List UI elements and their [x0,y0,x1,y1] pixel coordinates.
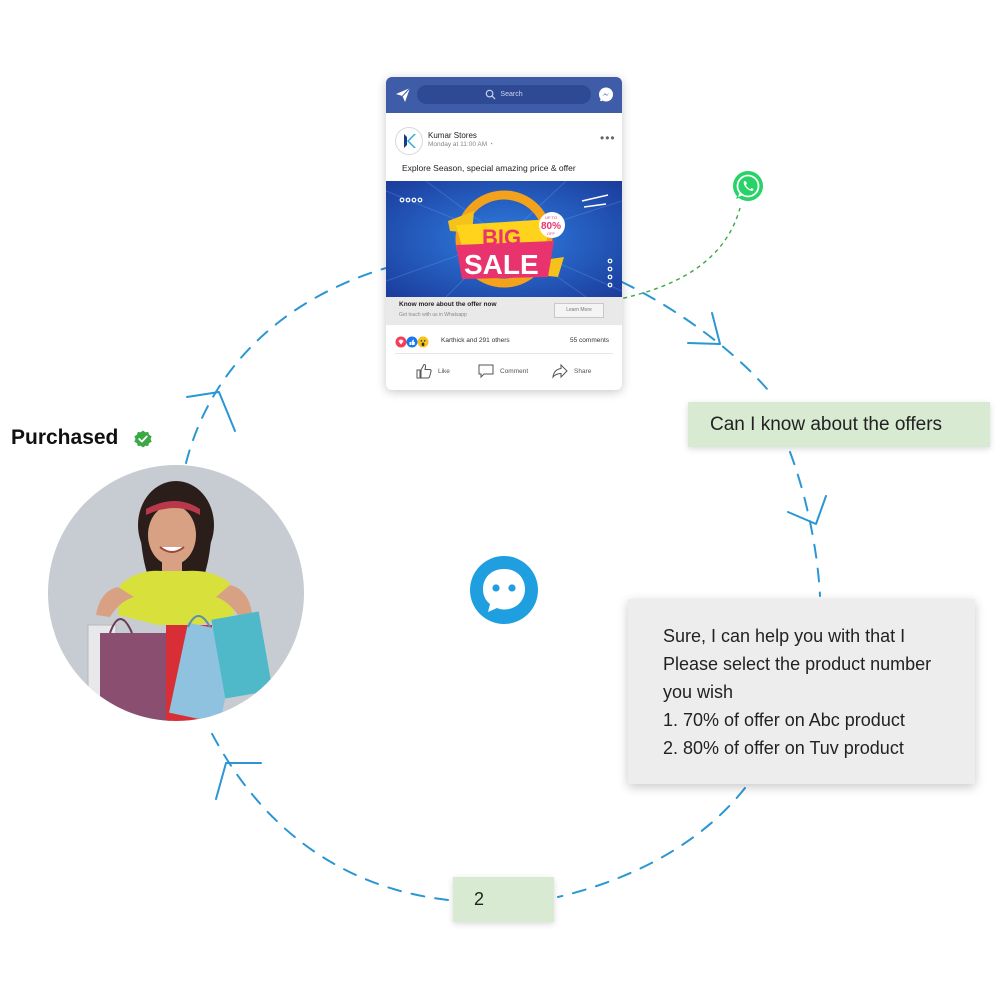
bot-reply-bubble: Sure, I can help you with that I Please … [628,599,975,784]
like-button[interactable]: Like [416,363,466,381]
search-icon [486,89,496,100]
banner-sale-text: SALE [464,249,539,280]
comment-count[interactable]: 55 comments [570,337,610,344]
send-icon[interactable] [395,87,411,103]
check-badge-icon [134,430,152,448]
flow-arc-reply-to-choice [557,787,746,898]
reactors-text[interactable]: Karthick and 291 others [441,337,510,344]
post-caption: Explore Season, special amazing price & … [402,163,576,173]
like-icon [416,363,432,379]
banner-badge-value: 80% [541,221,561,232]
purchased-label: Purchased [11,426,119,449]
learn-more-button[interactable]: Learn More [554,303,604,318]
search-placeholder: Search [500,91,523,98]
flow-arc-question-to-reply [789,451,821,597]
comment-label: Comment [500,368,529,375]
offer-cta-bar: Know more about the offer now Get touch … [386,297,622,325]
search-input[interactable]: Search [417,85,591,104]
bot-reply-option-1: 1. 70% of offer on Abc product [663,710,905,730]
like-label: Like [438,368,450,375]
banner-badge-bottom: OFF [547,231,556,236]
flow-arc-post-to-question [621,281,773,396]
page-name[interactable]: Kumar Stores [428,131,477,140]
bot-reply-line-3: you wish [663,682,734,702]
facebook-top-bar: Search [386,77,622,113]
banner-badge-top: UP TO [545,215,557,220]
flow-arrowhead-1 [687,312,721,345]
offer-title: Know more about the offer now [399,301,497,308]
customer-photo [48,465,304,721]
bot-reply-option-2: 2. 80% of offer on Tuv product [663,738,904,758]
reaction-icons[interactable] [395,336,437,348]
comment-icon [478,364,494,379]
comment-button[interactable]: Comment [478,363,538,381]
facebook-post-card: Search Kumar Stores Monday at 11:00 AM ◔… [386,77,622,390]
whatsapp-icon [727,166,769,208]
page-avatar[interactable] [395,127,423,155]
user-question-bubble: Can I know about the offers [688,402,990,447]
messenger-icon[interactable] [598,87,614,103]
bot-reply-line-2: Please select the product number [663,654,932,674]
share-icon [552,363,568,379]
offer-subtitle: Get touch with us in Whatsapp [399,312,467,318]
whatsapp-dashed-link [559,207,741,309]
flow-arrowhead-4 [186,391,236,432]
bot-reply-line-1: Sure, I can help you with that I [663,626,906,646]
chat-bot-icon [470,556,538,624]
flow-arc-purchase-to-post [185,267,387,464]
banner-big-text: BIG [482,225,521,250]
globe-icon: ◔ [488,141,493,148]
flow-arrowhead-2 [787,495,827,525]
share-label: Share [574,368,592,375]
divider [395,353,613,354]
post-timestamp: Monday at 11:00 AM ◔ [428,141,493,148]
share-button[interactable]: Share [552,363,604,381]
big-sale-banner[interactable]: BIG SALE UP TO 80% OFF [386,181,622,297]
more-options-icon[interactable]: ••• [600,131,616,145]
user-choice-bubble: 2 [453,877,554,922]
flow-arrowhead-3 [215,762,262,800]
flow-arc-choice-to-purchase [209,729,449,901]
